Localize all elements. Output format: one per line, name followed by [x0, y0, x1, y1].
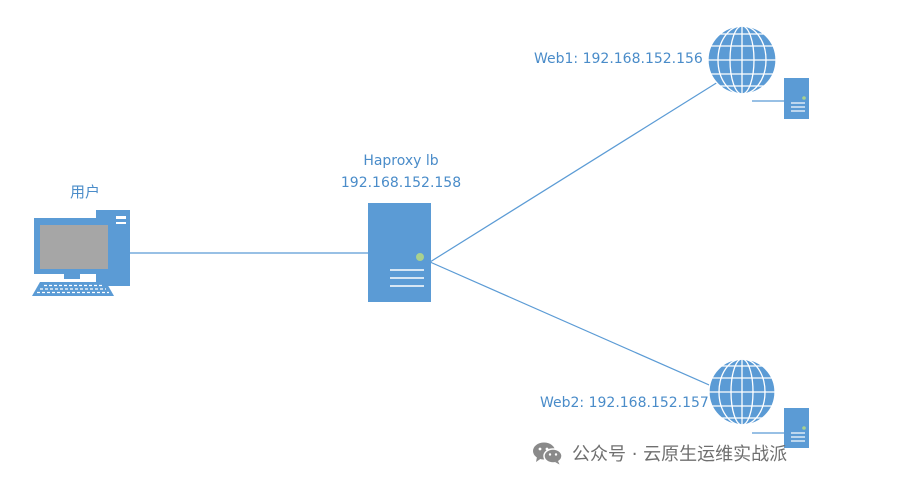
- web2-label: Web2: 192.168.152.157: [540, 395, 709, 411]
- load-balancer-name: Haproxy lb: [363, 153, 439, 169]
- user-label: 用户: [70, 183, 101, 201]
- wechat-icon: [533, 442, 563, 465]
- link-lb-web2: [429, 261, 717, 389]
- web1-label: Web1: 192.168.152.156: [534, 51, 703, 67]
- link-lb-web1: [429, 81, 719, 263]
- web2-globe-icon: [708, 358, 776, 426]
- load-balancer-label: Haproxy lb 192.168.152.158: [330, 150, 472, 194]
- watermark-text: 公众号 · 云原生运维实战派: [572, 444, 788, 465]
- load-balancer-ip: 192.168.152.158: [340, 175, 462, 191]
- web2-server-icon: [752, 408, 809, 448]
- web1-server-icon: [752, 78, 809, 119]
- load-balancer-server-icon: [368, 203, 431, 302]
- watermark: 公众号 · 云原生运维实战派: [532, 440, 787, 466]
- user-computer-icon: [32, 210, 130, 296]
- web1-globe-icon: [707, 25, 777, 95]
